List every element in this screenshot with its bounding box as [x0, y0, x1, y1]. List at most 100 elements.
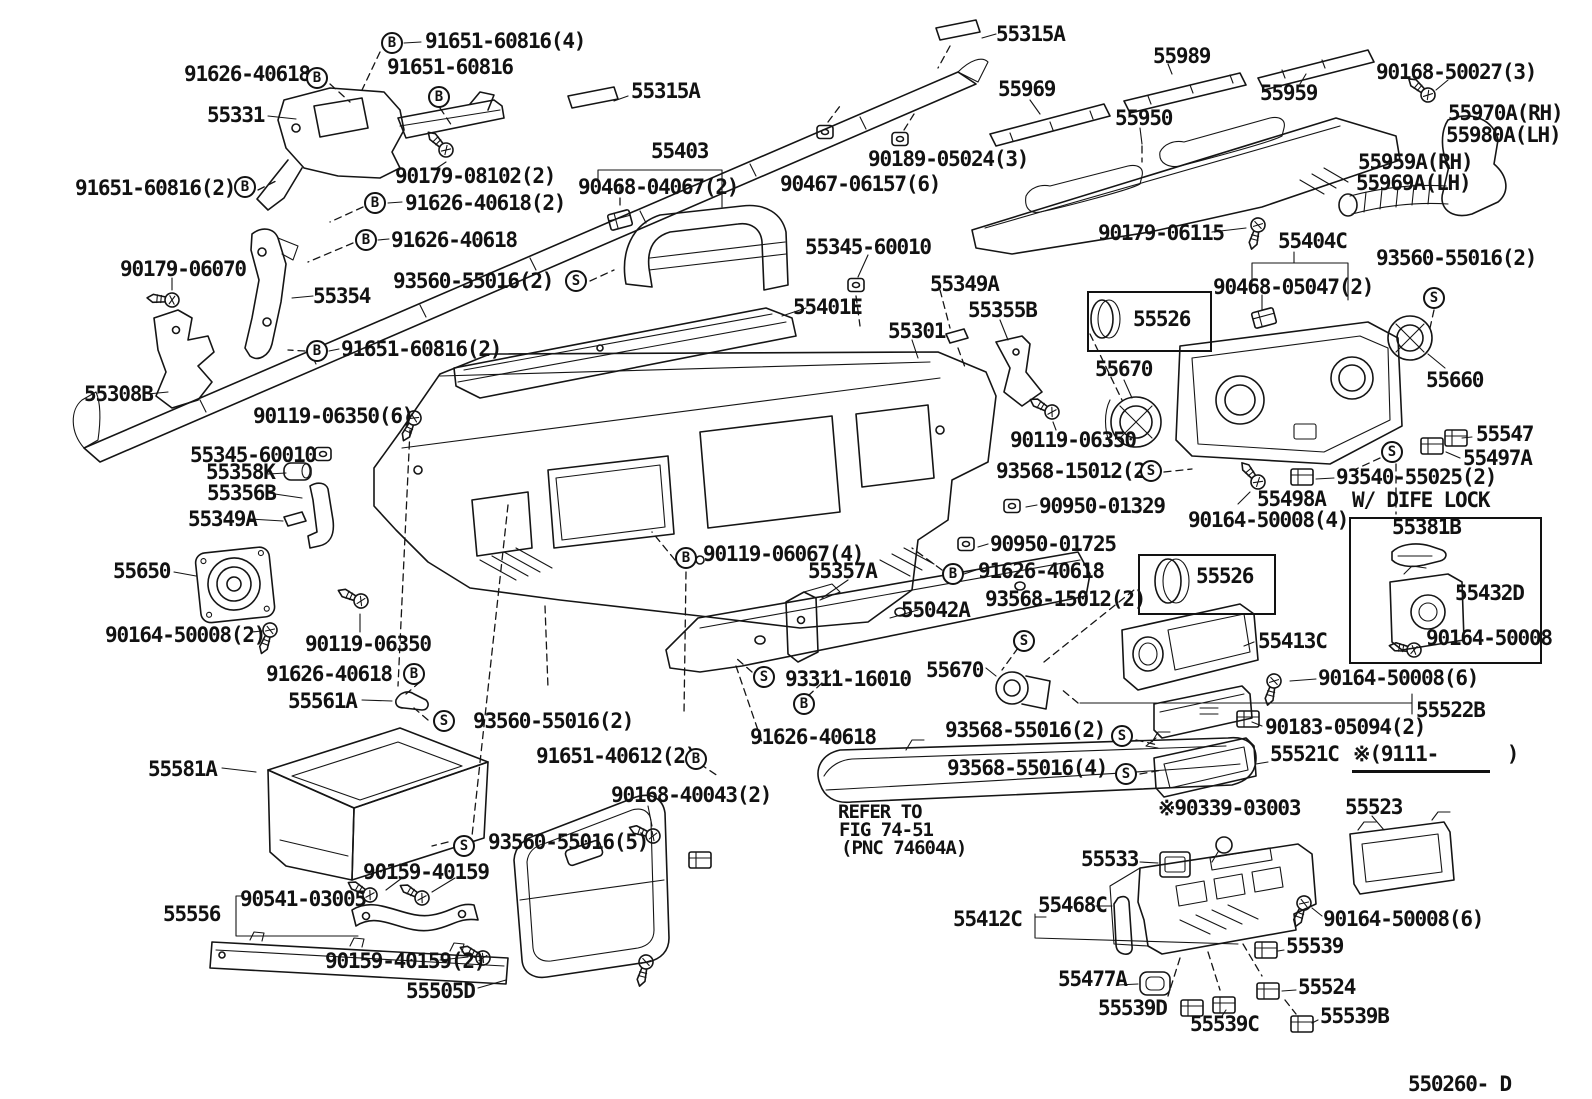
part-number-label: 55524: [1298, 975, 1356, 999]
defroster-nozzle-55950-illustration: [971, 116, 1401, 255]
part-number-label: 90467-06157(6): [780, 172, 941, 196]
part-number-label: 90119-06350(6): [253, 404, 414, 428]
part-number-label: 90159-40159(2): [325, 949, 486, 973]
circled-b-marker-icon: B: [675, 547, 697, 569]
part-number-label: 90168-50027(3): [1376, 60, 1537, 84]
part-number-label: 55521C: [1270, 742, 1340, 766]
clip-55561a-illustration: [395, 691, 429, 711]
part-number-label: 55980A(LH): [1446, 123, 1562, 147]
part-number-label: 55301: [888, 319, 946, 343]
circled-b-marker-icon: B: [685, 748, 707, 770]
circled-b-marker-icon: B: [428, 86, 450, 108]
circled-s-marker-icon: S: [1140, 460, 1162, 482]
part-number-label: 55526: [1196, 564, 1254, 588]
part-number-label: 93540-55025(2): [1336, 465, 1497, 489]
panel-brace-55331-illustration: [256, 87, 505, 211]
note-line-1: REFER TO: [838, 801, 923, 823]
knob-55670-illustration: [995, 671, 1051, 710]
part-number-label: 55989: [1153, 44, 1211, 68]
part-number-label: 90179-06070: [120, 257, 247, 281]
part-number-label: 55950: [1115, 106, 1173, 130]
note-line-2: FIG 74-51: [839, 819, 934, 841]
part-number-label: W/ DIFE LOCK: [1352, 488, 1491, 512]
part-number-label: 91626-40618(2): [405, 191, 566, 215]
part-number-label: 90950-01725: [990, 532, 1117, 556]
part-number-label: 93568-15012(2): [996, 459, 1157, 483]
lower-panel-55412c-illustration: [1109, 843, 1317, 955]
part-number-label: 55042A: [901, 598, 971, 622]
part-number-label: 55959A(RH): [1358, 150, 1474, 174]
circled-b-marker-icon: B: [306, 67, 328, 89]
part-number-label: 90179-08102(2): [395, 164, 556, 188]
part-number-label: 93560-55016(2): [1376, 246, 1537, 270]
part-number-label: 90119-06350: [305, 632, 432, 656]
speaker-55650-illustration: [194, 546, 276, 624]
part-number-label: 55969A(LH): [1356, 171, 1472, 195]
note-line-3: (PNC 74604A): [841, 837, 967, 859]
clamp-55526-illustration: [1090, 299, 1190, 604]
cap-90339-illustration: [1211, 836, 1233, 863]
glove-door-55501a-illustration: [513, 794, 670, 979]
part-number-label: 90950-01329: [1039, 494, 1166, 518]
circled-b-marker-icon: B: [403, 663, 425, 685]
part-number-label: 55523: [1345, 795, 1403, 819]
part-number-label: 55432D: [1455, 581, 1525, 605]
part-number-label: ※(9111- ): [1353, 742, 1519, 766]
part-number-label: 93560-55016(2): [473, 709, 634, 733]
part-number-label: 55505D: [406, 979, 476, 1003]
bracket-callouts: [235, 169, 1413, 945]
circled-s-marker-icon: S: [1111, 725, 1133, 747]
part-number-label: 90164-50008(6): [1318, 666, 1479, 690]
part-number-label: 55969: [998, 77, 1056, 101]
bracket-55355b-illustration: [995, 335, 1043, 407]
part-number-label: 55547: [1476, 422, 1534, 446]
circled-b-marker-icon: B: [355, 229, 377, 251]
console-pad-74604a-illustration: [817, 731, 1257, 804]
part-number-label: 90119-06067(4): [703, 542, 864, 566]
part-number-label: 91651-40612(2): [536, 744, 697, 768]
circled-s-marker-icon: S: [565, 270, 587, 292]
circled-s-marker-icon: S: [433, 710, 455, 732]
part-number-label: 91626-40618: [978, 559, 1105, 583]
callout-box: [1349, 517, 1542, 664]
part-number-label: 55357A: [808, 559, 878, 583]
circled-s-marker-icon: S: [1423, 287, 1445, 309]
circled-b-marker-icon: B: [364, 192, 386, 214]
part-number-label: 90541-03005: [240, 887, 367, 911]
glove-box-55581a-illustration: [267, 727, 489, 881]
circled-b-marker-icon: B: [942, 563, 964, 585]
part-number-label: 91651-60816(2): [341, 337, 502, 361]
part-number-label: 90179-06115: [1098, 221, 1225, 245]
part-number-label: 55412C: [953, 907, 1023, 931]
part-number-label: 90189-05024(3): [868, 147, 1029, 171]
part-number-label: 55539D: [1098, 996, 1168, 1020]
part-number-label: 91626-40618: [750, 725, 877, 749]
part-number-label: 55381B: [1392, 515, 1462, 539]
part-number-label: 93568-55016(2): [945, 718, 1106, 742]
plate-55349a-illustration: [283, 328, 969, 527]
part-number-label: 90164-50008(2): [105, 623, 266, 647]
switch-blank-55533-illustration: [1159, 851, 1191, 878]
part-number-label: 90119-06350: [1010, 428, 1137, 452]
part-number-label: 55498A: [1257, 487, 1327, 511]
part-number-label: 55315A: [631, 79, 701, 103]
part-number-label: 55556: [163, 902, 221, 926]
tray-55521c-illustration: [1145, 737, 1257, 798]
radio-bezel-55413c-illustration: [1121, 603, 1259, 691]
part-number-label: ※90339-03003: [1158, 796, 1301, 820]
circled-s-marker-icon: S: [1013, 630, 1035, 652]
garnish-55403-illustration: [623, 204, 789, 291]
part-number-label: 55660: [1426, 368, 1484, 392]
part-number-label: 55526: [1133, 307, 1191, 331]
leader-lines: [147, 33, 1473, 1024]
part-number-label: 90159-40159: [363, 860, 490, 884]
instrument-panel-55301-illustration: [373, 351, 997, 629]
side-vent-55660-illustration: [1387, 315, 1433, 361]
bracket-55308b-illustration: [153, 309, 215, 409]
side-vent-55670-illustration: [1104, 396, 1162, 448]
part-number-label: 55970A(RH): [1448, 101, 1564, 125]
part-number-label: 93560-55016(2): [393, 269, 554, 293]
upper-pad-55401e-illustration: [453, 307, 797, 399]
